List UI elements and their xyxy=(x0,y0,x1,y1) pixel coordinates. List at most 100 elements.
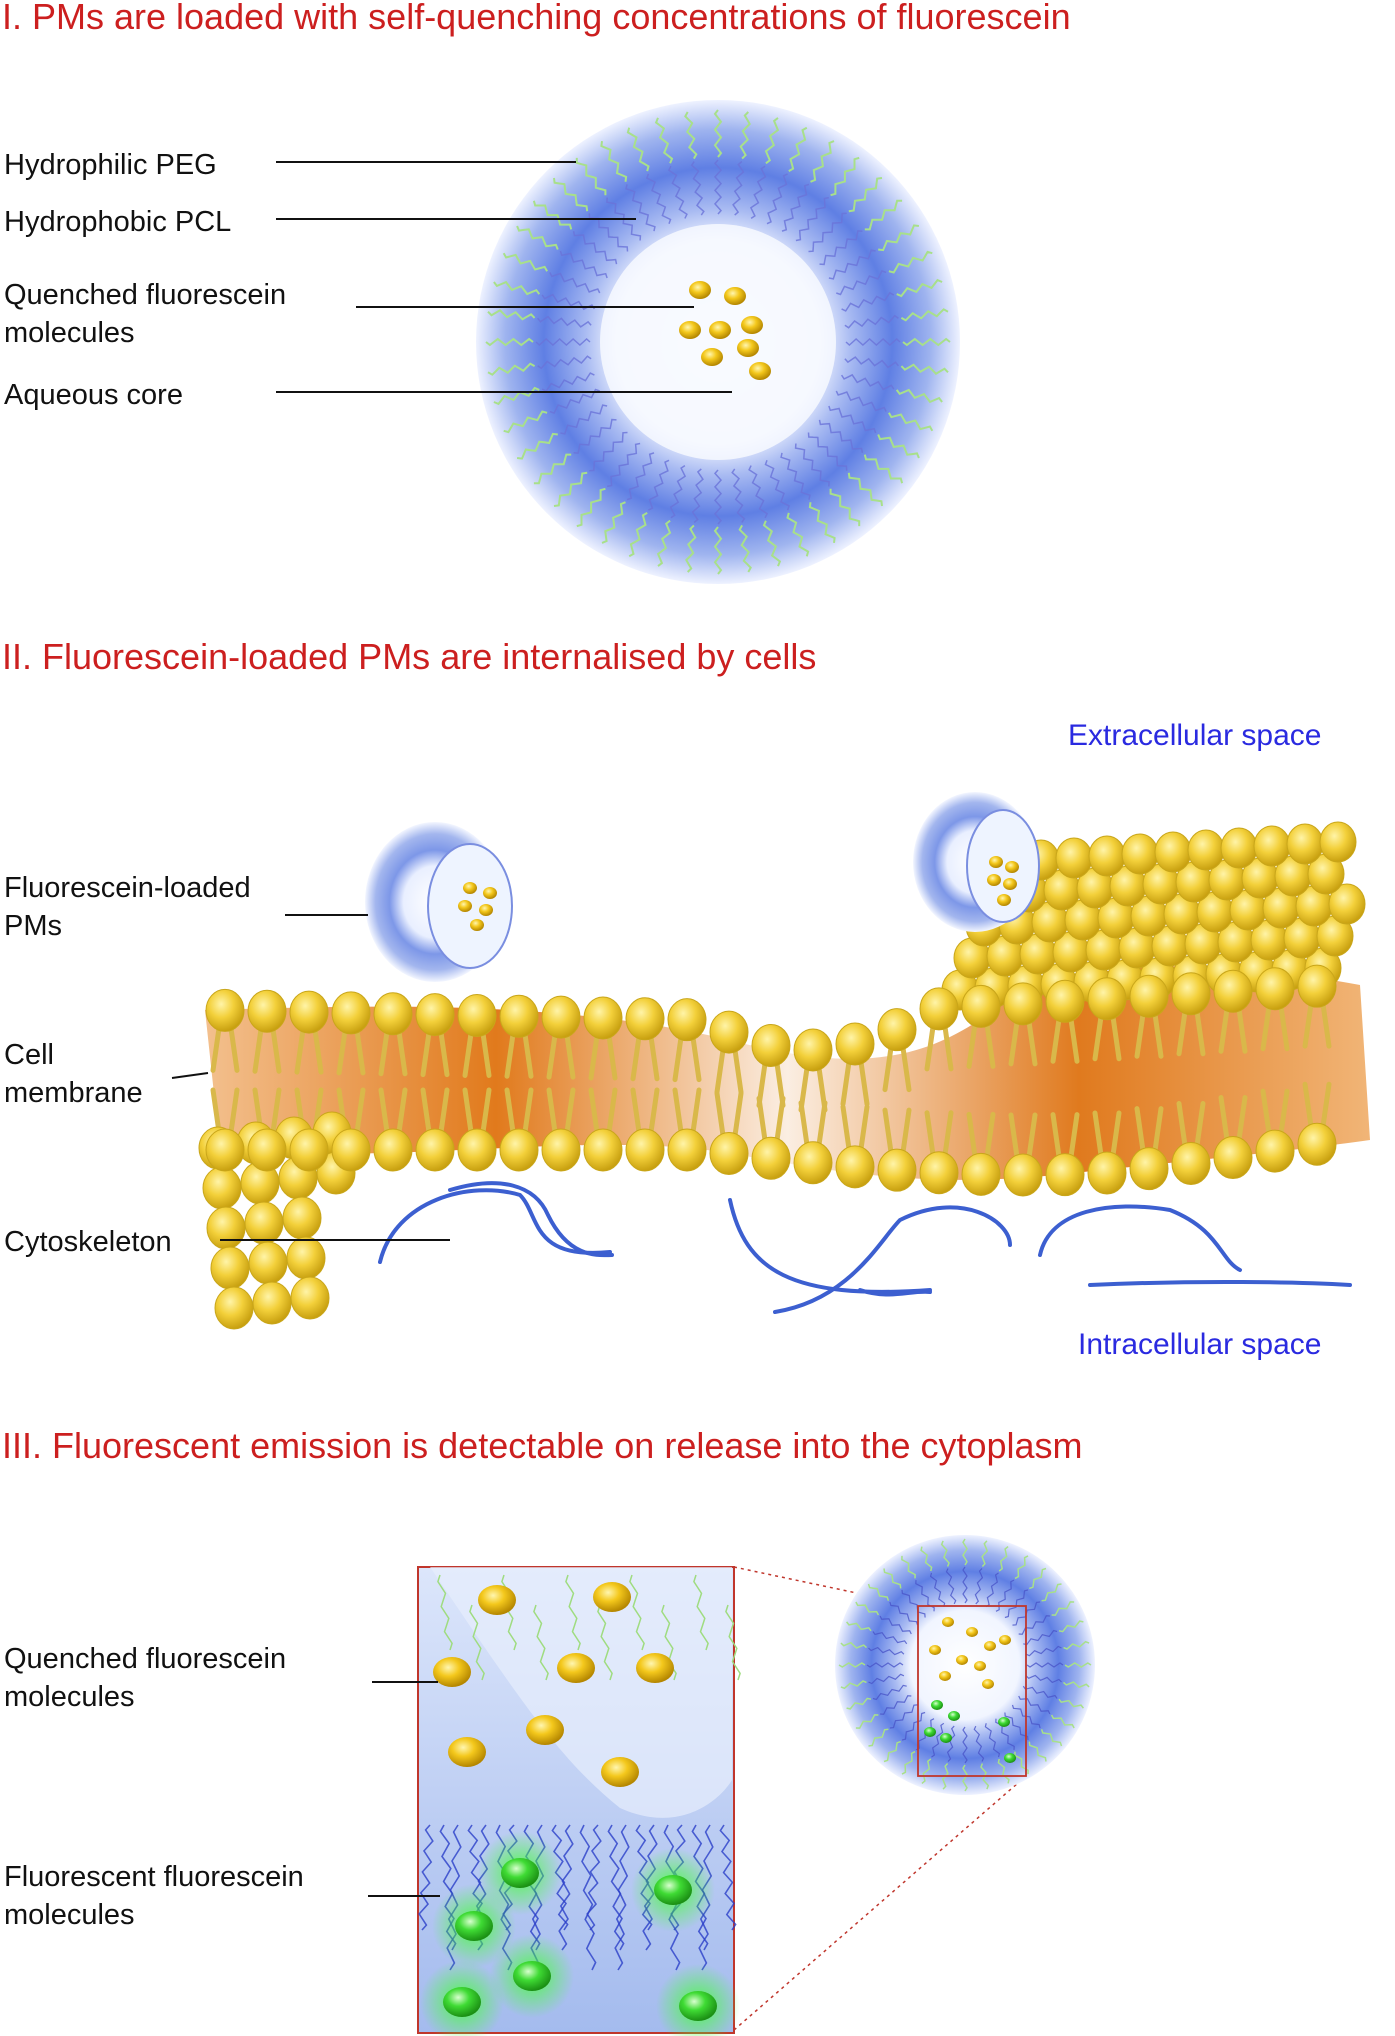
lipid-head xyxy=(289,990,329,1034)
pcl-chain xyxy=(719,1824,737,1931)
peg-chain xyxy=(629,1574,645,1651)
lipid-heads-slope xyxy=(941,821,1366,1011)
lipid-head xyxy=(667,998,707,1042)
lipid-tail xyxy=(1302,1081,1332,1129)
peg-chain xyxy=(840,1641,867,1649)
lipid-head xyxy=(415,1128,455,1172)
fluorescein-molecule xyxy=(724,287,746,305)
peg-chain xyxy=(469,1604,485,1681)
lipid-head xyxy=(247,1128,287,1172)
lipid-head xyxy=(793,1028,833,1072)
lipid-tail xyxy=(672,1087,702,1135)
lipid-head xyxy=(1319,821,1357,863)
peg-chain xyxy=(920,1546,933,1572)
pcl-chain xyxy=(901,1711,926,1741)
quenched-fluorescein-molecule xyxy=(601,1757,639,1787)
lipid-tail xyxy=(924,1110,954,1158)
label-line: PMs xyxy=(4,910,62,942)
pcl-chain xyxy=(1025,1674,1062,1684)
lipid-head xyxy=(1088,835,1126,877)
peg-chain xyxy=(553,177,589,212)
lipid-head xyxy=(1003,982,1043,1026)
fluorescein-molecule xyxy=(483,887,497,899)
pcl-chain xyxy=(713,159,723,215)
peg-chain xyxy=(883,1568,902,1589)
peg-chain xyxy=(900,363,949,375)
fluorescein-molecule xyxy=(989,856,1003,868)
label-line: Fluorescein-loaded xyxy=(4,872,251,904)
lipid-tail xyxy=(714,1090,744,1138)
peg-chain xyxy=(685,524,697,573)
peg-chain xyxy=(502,252,548,272)
lipid-tail xyxy=(420,1030,450,1078)
lipid-head xyxy=(1003,1153,1043,1197)
peg-chain xyxy=(902,337,951,347)
lipid-head xyxy=(1087,977,1127,1021)
lipid-head xyxy=(1129,974,1169,1018)
section1-title: I. PMs are loaded with self-quenching co… xyxy=(2,0,1071,37)
peg-chain xyxy=(1050,1714,1075,1729)
label-line: Quenched fluorescein xyxy=(4,1643,287,1675)
label-fluorescein-loaded-pms: Fluorescein-loaded PMs xyxy=(4,869,251,945)
pcl-chain xyxy=(667,165,688,219)
fluorescein-molecule xyxy=(1005,861,1019,873)
fluorescent-fluorescein-molecule xyxy=(443,1987,481,2017)
fluorescent-fluorescein-molecule xyxy=(948,1711,960,1721)
pcl-chain xyxy=(607,1824,625,1951)
peg-chain xyxy=(846,1697,872,1710)
lipid-heads-lower-row xyxy=(205,1122,1337,1197)
lipid-head xyxy=(709,1010,749,1054)
pcl-chain xyxy=(795,196,829,242)
lipid-head xyxy=(1045,1153,1085,1197)
peg-chain xyxy=(998,1546,1009,1572)
lipid-head xyxy=(457,993,497,1037)
label-extracellular-space: Extracellular space xyxy=(1068,719,1322,752)
lipid-head xyxy=(919,1151,959,1195)
peg-chain xyxy=(600,140,628,182)
lipid-head xyxy=(290,1276,330,1320)
peg-chains xyxy=(485,109,951,575)
lipid-head xyxy=(1171,1141,1211,1185)
lipid-tail xyxy=(1260,1088,1290,1136)
pcl-chain xyxy=(645,173,672,224)
lipid-heads-upper-row xyxy=(205,964,1337,1072)
peg-chain xyxy=(1028,1741,1047,1762)
pcl-chain xyxy=(889,1704,918,1729)
lipid-head xyxy=(415,993,455,1037)
lipid-head xyxy=(1286,823,1324,865)
label-intracellular-space: Intracellular space xyxy=(1078,1328,1322,1361)
lipid-tail xyxy=(1134,1106,1164,1154)
pcl-chain xyxy=(828,249,876,280)
peg-chain xyxy=(503,410,548,434)
pcl-chain xyxy=(819,230,863,266)
lipid-head xyxy=(289,1128,329,1172)
lipid-head xyxy=(331,1128,371,1172)
lipid-head xyxy=(282,1196,322,1240)
pcl-chain xyxy=(572,231,618,265)
cytoskeleton-filaments xyxy=(378,1181,1352,1314)
fluorescein-molecule xyxy=(470,919,484,931)
pcl-chain xyxy=(781,183,810,232)
peg-chain xyxy=(762,520,782,567)
label-hydrophobic-pcl: Hydrophobic PCL xyxy=(4,206,232,238)
pcl-chain xyxy=(984,1723,1001,1758)
pcl-chain xyxy=(840,373,895,391)
fluorescein-molecule xyxy=(479,904,493,916)
label-line: molecules xyxy=(4,1899,135,1931)
lipid-tail xyxy=(1176,1009,1206,1057)
lipid-head xyxy=(202,1166,242,1210)
lipid-head xyxy=(1187,829,1225,871)
lipid-tail xyxy=(210,1087,240,1135)
quenched-fluorescein-molecule xyxy=(942,1617,954,1627)
peg-chain xyxy=(867,1583,890,1601)
lipid-head xyxy=(499,994,539,1038)
peg-chain xyxy=(1063,1681,1090,1689)
peg-chain xyxy=(838,1662,866,1668)
lipid-head xyxy=(1045,979,1085,1023)
zoom-inset xyxy=(417,1566,741,2036)
pcl-chain xyxy=(691,468,704,523)
pcl-chain xyxy=(868,1646,905,1656)
peg-chain xyxy=(487,309,536,321)
fluorescein-molecule xyxy=(1003,878,1017,890)
quenched-fluorescein-molecule xyxy=(593,1582,631,1612)
